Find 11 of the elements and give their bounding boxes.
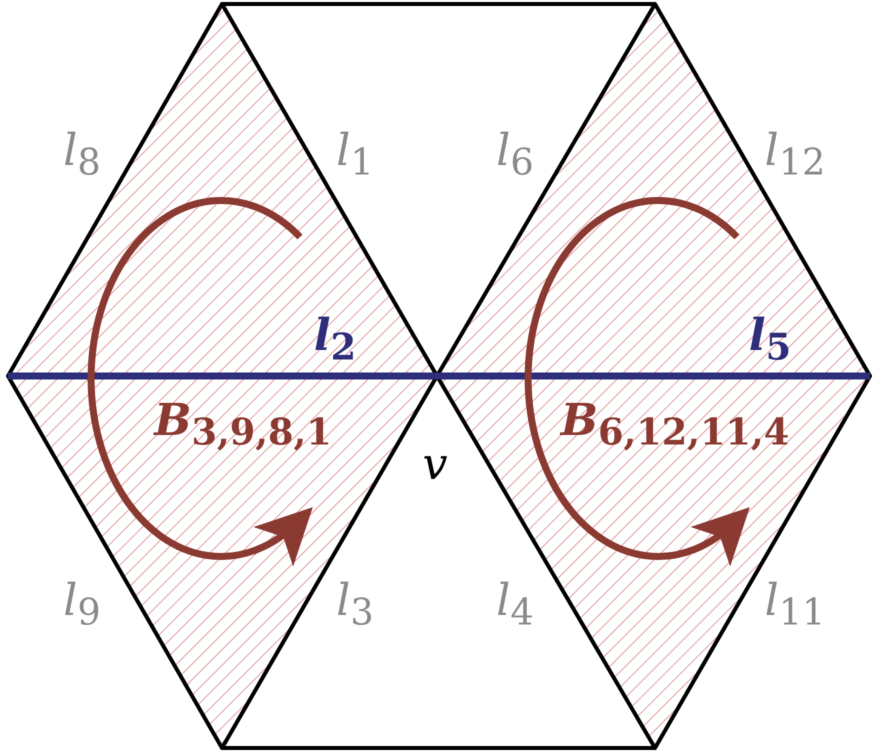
line-label: l$_{2}$ xyxy=(314,314,356,366)
line-label: l$_{9}$ xyxy=(63,578,101,632)
line-label: l$_{1}$ xyxy=(336,128,374,182)
vertex-label: v xyxy=(422,443,448,487)
line-label: l$_{6}$ xyxy=(496,128,534,182)
line-label: l$_{5}$ xyxy=(748,314,792,366)
line-label: l$_{3}$ xyxy=(336,578,374,632)
line-label: l$_{4}$ xyxy=(496,578,534,632)
line-label: l$_{8}$ xyxy=(63,128,101,182)
line-label: l$_{11}$ xyxy=(764,578,826,632)
line-label: l$_{12}$ xyxy=(764,128,826,182)
